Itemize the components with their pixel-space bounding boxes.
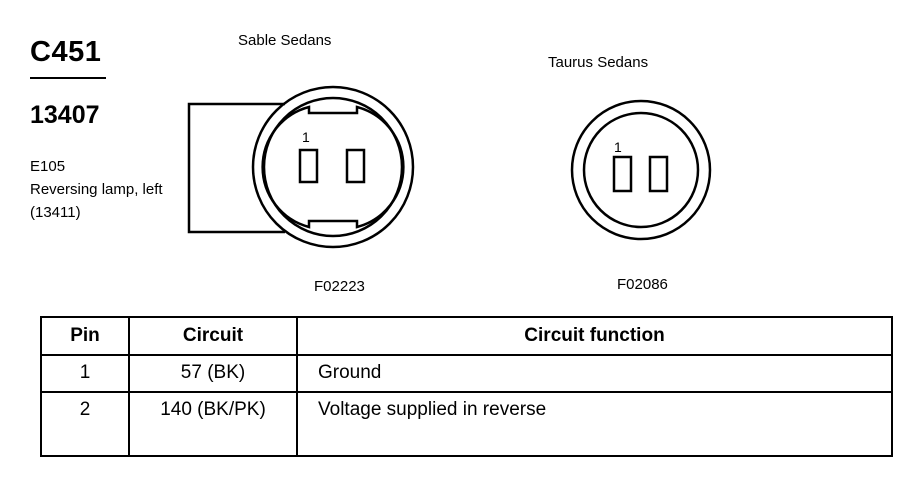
row-1-function: Ground <box>296 354 893 393</box>
taurus-outer-ring <box>570 99 712 241</box>
title-underline <box>30 77 106 79</box>
row-1-circuit: 57 (BK) <box>128 354 298 393</box>
part-number: 13407 <box>30 101 100 129</box>
row-2-circuit: 140 (BK/PK) <box>128 391 298 457</box>
taurus-figure-code: F02086 <box>617 276 668 293</box>
taurus-inner-ring <box>582 111 700 229</box>
row-2-pin: 2 <box>40 391 130 457</box>
taurus-pin-1-label: 1 <box>614 139 622 155</box>
sable-middle-ring <box>262 96 404 238</box>
table-row: 2 140 (BK/PK) Voltage supplied in revers… <box>40 391 893 457</box>
taurus-pin-1 <box>612 155 633 193</box>
header-function: Circuit function <box>296 316 893 356</box>
sable-housing <box>187 102 285 234</box>
row-1-pin: 1 <box>40 354 130 393</box>
sable-pin-2 <box>345 148 366 184</box>
sable-figure-code: F02223 <box>314 278 365 295</box>
header-circuit: Circuit <box>128 316 298 356</box>
table-header-row: Pin Circuit Circuit function <box>40 316 893 356</box>
sable-inner-ring <box>261 105 405 229</box>
connector-id: C451 <box>30 36 102 68</box>
sable-pin-1-label: 1 <box>302 129 310 145</box>
location-code: E105 <box>30 158 66 175</box>
row-2-function: Voltage supplied in reverse <box>296 391 893 457</box>
connector-diagram: 1 1 <box>187 85 712 249</box>
table-row: 1 57 (BK) Ground <box>40 354 893 393</box>
taurus-pin-2 <box>648 155 669 193</box>
pin-table: Pin Circuit Circuit function 1 57 (BK) G… <box>40 316 893 457</box>
header-pin: Pin <box>40 316 130 356</box>
sable-outer-ring <box>251 85 415 249</box>
sable-label: Sable Sedans <box>238 32 332 49</box>
sable-pin-1 <box>298 148 319 184</box>
component-ref: (13411) <box>30 204 81 221</box>
component-name: Reversing lamp, left <box>30 181 163 198</box>
taurus-label: Taurus Sedans <box>548 54 649 71</box>
